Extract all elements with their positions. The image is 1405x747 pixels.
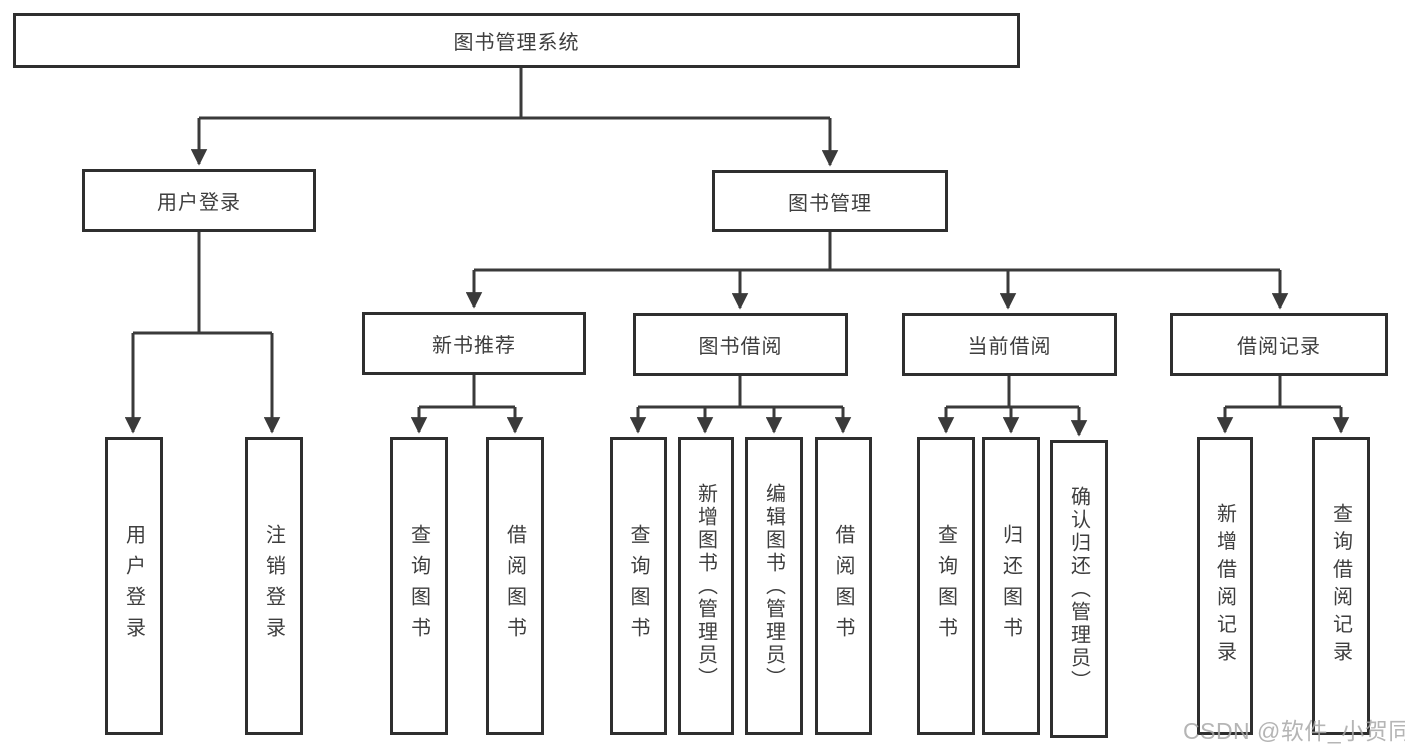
leaf-query-books-2: 查询图书 <box>610 437 667 735</box>
node-borrow-records: 借阅记录 <box>1170 313 1388 376</box>
node-book-borrow: 图书借阅 <box>633 313 848 376</box>
csdn-watermark: CSDN @软件_小贺同学 <box>1183 718 1405 744</box>
node-user-login: 用户登录 <box>82 169 316 232</box>
node-root: 图书管理系统 <box>13 13 1020 68</box>
leaf-return-books: 归还图书 <box>982 437 1040 735</box>
connector-group <box>124 68 1350 437</box>
leaf-confirm-return-admin: 确认归还（管理员） <box>1050 440 1108 738</box>
node-new-book-recommend: 新书推荐 <box>362 312 586 375</box>
leaf-query-borrow-record: 查询借阅记录 <box>1312 437 1370 735</box>
leaf-user-login: 用户登录 <box>105 437 163 735</box>
node-book-management: 图书管理 <box>712 170 948 232</box>
leaf-borrow-books-2: 借阅图书 <box>815 437 872 735</box>
leaf-add-books-admin: 新增图书（管理员） <box>678 437 734 735</box>
leaf-query-books-3: 查询图书 <box>917 437 975 735</box>
leaf-edit-books-admin: 编辑图书（管理员） <box>745 437 803 735</box>
node-current-borrow: 当前借阅 <box>902 313 1117 376</box>
leaf-add-borrow-record: 新增借阅记录 <box>1197 437 1253 735</box>
leaf-query-books-1: 查询图书 <box>390 437 448 735</box>
leaf-logout: 注销登录 <box>245 437 303 735</box>
leaf-borrow-books-1: 借阅图书 <box>486 437 544 735</box>
